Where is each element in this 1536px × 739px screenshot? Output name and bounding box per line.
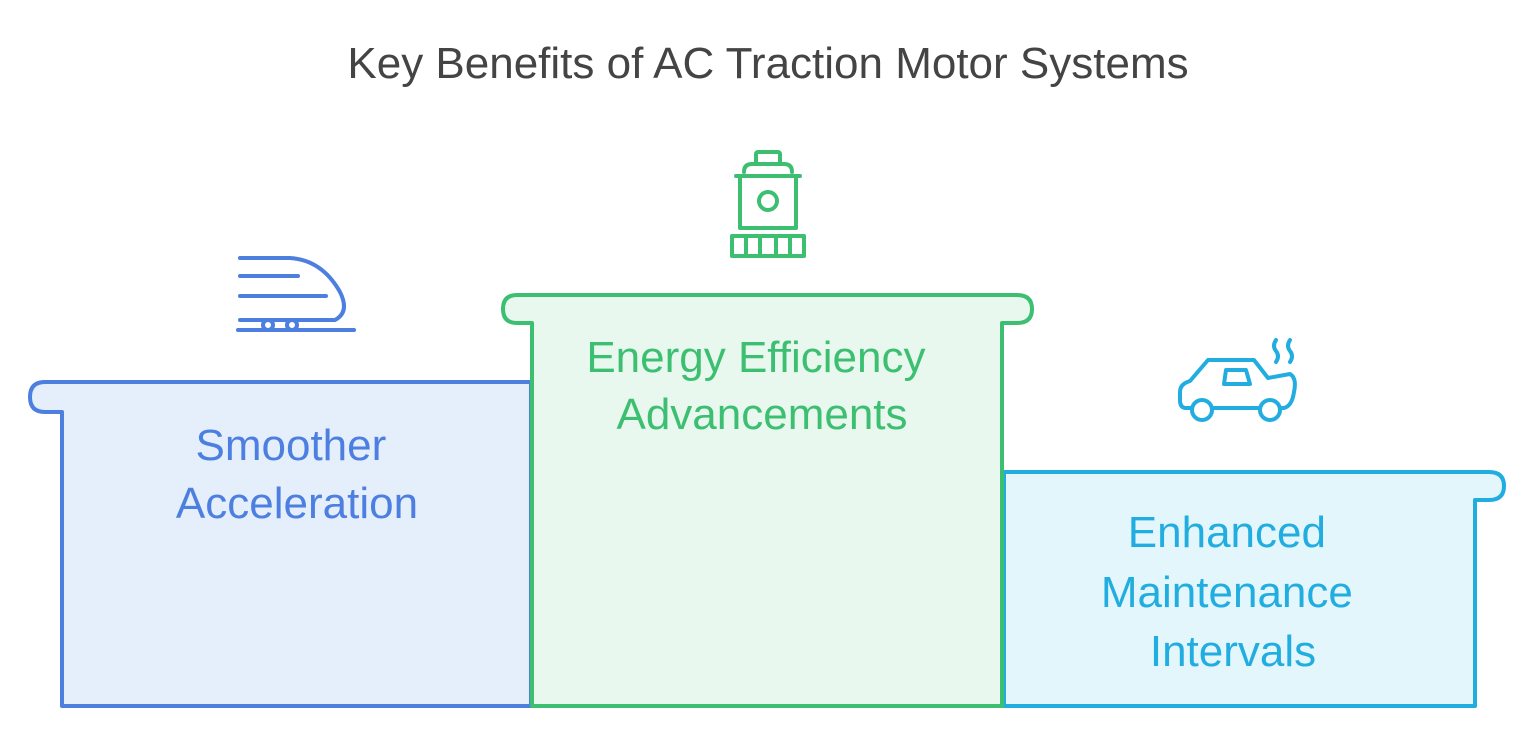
podium-enhanced-maintenance-label-line-2: Maintenance xyxy=(1101,568,1353,617)
steam-locomotive-icon xyxy=(730,150,806,258)
podium-energy-efficiency-label-line-2: Advancements xyxy=(616,390,907,439)
podium-smoother-acceleration-label-line-1: Smoother xyxy=(196,421,387,470)
high-speed-train-icon xyxy=(236,256,356,332)
podium-energy-efficiency-label: Energy Efficiency Advancements xyxy=(586,333,937,439)
podium-smoother-acceleration: Smoother Acceleration xyxy=(28,256,533,708)
podium-smoother-acceleration-label-line-2: Acceleration xyxy=(176,479,418,528)
podium-energy-efficiency-label-line-1: Energy Efficiency xyxy=(586,333,925,382)
podium-enhanced-maintenance: Enhanced Maintenance Intervals xyxy=(1002,338,1506,708)
podium-smoother-acceleration-box xyxy=(28,380,533,708)
podium-enhanced-maintenance-box xyxy=(1002,470,1506,708)
diagram-title: Key Benefits of AC Traction Motor System… xyxy=(347,39,1188,88)
podium-enhanced-maintenance-label-line-3: Intervals xyxy=(1150,627,1316,676)
podium-energy-efficiency-box xyxy=(501,293,1034,708)
podium-enhanced-maintenance-label-line-1: Enhanced xyxy=(1128,508,1326,557)
podium-smoother-acceleration-label: Smoother Acceleration xyxy=(176,421,418,528)
podium-enhanced-maintenance-label: Enhanced Maintenance Intervals xyxy=(1101,508,1365,676)
podium-energy-efficiency: Energy Efficiency Advancements xyxy=(501,150,1034,708)
car-engine-smoke-icon xyxy=(1178,338,1297,422)
